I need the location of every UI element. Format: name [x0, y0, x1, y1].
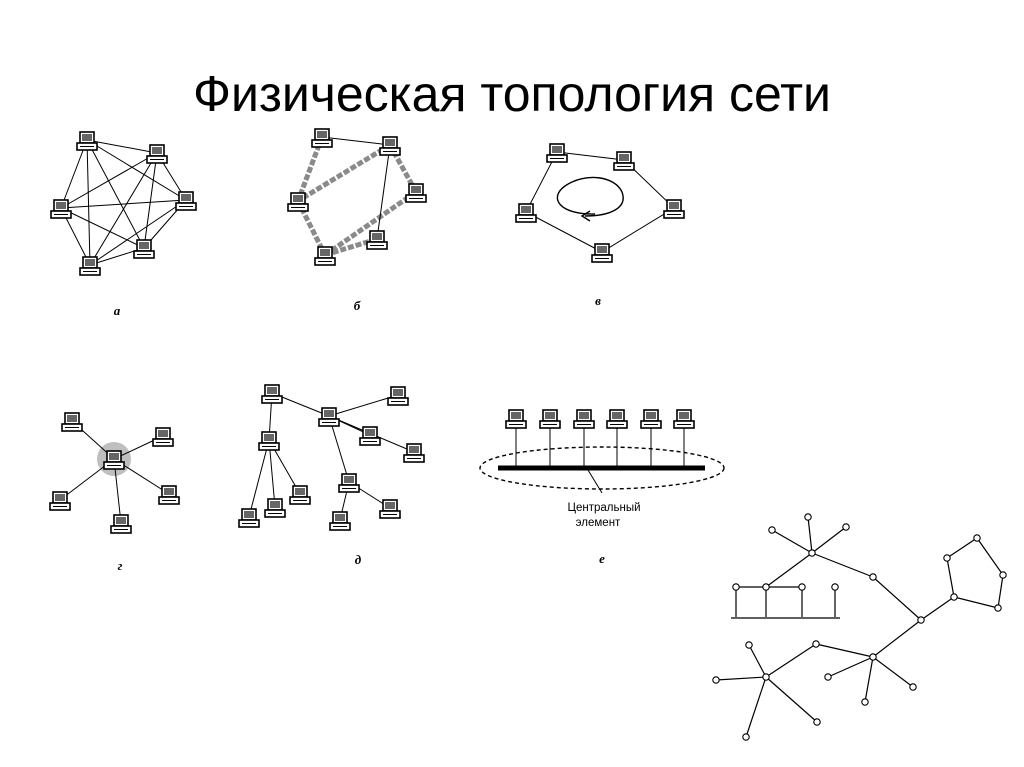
- computer-icon: [338, 473, 360, 493]
- computer-icon: [49, 491, 71, 511]
- computer-icon: [405, 183, 427, 203]
- computer-icon: [289, 485, 311, 505]
- computer-icon: [505, 409, 527, 429]
- computer-icon: [539, 409, 561, 429]
- computer-icon: [175, 191, 197, 211]
- computer-icon: [238, 508, 260, 528]
- network-node: [712, 676, 720, 684]
- computer-icon: [287, 192, 309, 212]
- network-node: [742, 733, 750, 741]
- central-element-outline: [479, 446, 725, 490]
- computer-icon: [79, 256, 101, 276]
- computer-icon: [663, 199, 685, 219]
- computer-icon: [379, 136, 401, 156]
- computer-icon: [264, 498, 286, 518]
- network-node: [917, 616, 925, 624]
- network-node: [813, 718, 821, 726]
- computer-icon: [640, 409, 662, 429]
- computer-icon: [103, 450, 125, 470]
- network-node: [762, 673, 770, 681]
- label-g: г: [118, 558, 123, 573]
- central-element-caption-1: Центральный: [567, 502, 640, 514]
- network-node: [943, 554, 951, 562]
- network-node: [831, 583, 839, 591]
- computer-icon: [591, 243, 613, 263]
- computer-icon: [110, 514, 132, 534]
- computer-icon: [673, 409, 695, 429]
- network-node: [824, 673, 832, 681]
- computer-icon: [318, 407, 340, 427]
- computer-icon: [50, 199, 72, 219]
- slide-title: Физическая топология сети: [193, 66, 831, 122]
- computer-icon: [329, 511, 351, 531]
- network-node: [808, 549, 816, 557]
- network-node: [909, 683, 917, 691]
- diagram-bus: Центральный элемент е: [479, 409, 725, 566]
- diagram-mesh: а: [50, 131, 197, 318]
- network-node: [842, 523, 850, 531]
- computer-icon: [152, 427, 174, 447]
- diagram-ring: в: [515, 143, 685, 308]
- diagram-tree: д: [238, 384, 425, 567]
- computer-icon: [606, 409, 628, 429]
- computer-icon: [515, 203, 537, 223]
- network-node: [999, 571, 1007, 579]
- network-node: [762, 583, 770, 591]
- computer-icon: [261, 384, 283, 404]
- computer-icon: [546, 143, 568, 163]
- network-node: [732, 583, 740, 591]
- computer-icon: [61, 412, 83, 432]
- computer-icon: [573, 409, 595, 429]
- network-node: [994, 604, 1002, 612]
- network-node: [973, 534, 981, 542]
- network-node: [745, 641, 753, 649]
- network-node: [861, 698, 869, 706]
- computer-icon: [314, 246, 336, 266]
- label-d: д: [355, 552, 362, 567]
- label-b: б: [354, 298, 361, 313]
- network-node: [804, 513, 812, 521]
- network-node: [869, 653, 877, 661]
- computer-icon: [76, 131, 98, 151]
- computer-icon: [133, 239, 155, 259]
- computer-icon: [387, 386, 409, 406]
- network-node: [869, 573, 877, 581]
- computer-icon: [311, 128, 333, 148]
- network-node: [768, 526, 776, 534]
- diagram-double-ring: б: [287, 128, 427, 313]
- computer-icon: [403, 443, 425, 463]
- computer-icon: [146, 144, 168, 164]
- central-element-caption-2: элемент: [576, 517, 621, 529]
- computer-icon: [366, 230, 388, 250]
- computer-icon: [379, 499, 401, 519]
- network-node: [812, 640, 820, 648]
- label-e: е: [599, 551, 605, 566]
- network-node: [798, 583, 806, 591]
- computer-icon: [613, 151, 635, 171]
- network-node: [950, 593, 958, 601]
- diagram-star: г: [49, 412, 180, 573]
- computer-icon: [258, 431, 280, 451]
- label-a: а: [114, 303, 121, 318]
- computer-icon: [158, 485, 180, 505]
- computer-icon: [359, 426, 381, 446]
- diagram-hybrid: [712, 513, 1007, 741]
- label-v: в: [595, 293, 601, 308]
